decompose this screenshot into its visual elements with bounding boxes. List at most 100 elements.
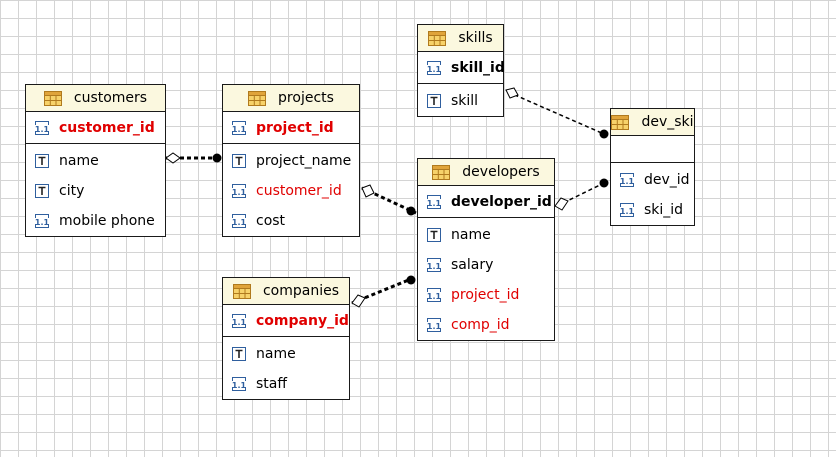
table-icon: [428, 30, 452, 46]
field-row[interactable]: 1.1 staff: [223, 369, 349, 399]
text-type-icon: [427, 94, 441, 108]
primary-key-label: developer_id: [451, 193, 552, 210]
primary-key-field[interactable]: 1.1 project_id: [223, 112, 359, 143]
field-row[interactable]: 1.1 dev_id: [611, 165, 694, 195]
primary-key-section: 1.1 project_id: [223, 112, 359, 144]
field-row[interactable]: name: [26, 146, 165, 176]
entity-title: companies: [262, 283, 340, 299]
entity-title: skills: [458, 30, 493, 46]
numeric-type-icon: 1.1: [427, 60, 442, 75]
field-row[interactable]: 1.1 cost: [223, 206, 359, 236]
field-row[interactable]: 1.1 salary: [418, 250, 554, 280]
entity-header[interactable]: companies: [223, 278, 349, 305]
field-row[interactable]: name: [418, 220, 554, 250]
relation-skills-devski[interactable]: [505, 87, 609, 139]
fields-section: skill: [418, 84, 503, 116]
svg-text:1.1: 1.1: [232, 218, 246, 227]
entity-title: dev_ski: [641, 114, 694, 130]
svg-text:1.1: 1.1: [35, 125, 49, 134]
numeric-type-icon: 1.1: [620, 203, 635, 217]
primary-key-field[interactable]: 1.1 developer_id: [418, 186, 554, 217]
entity-title: customers: [73, 90, 148, 106]
numeric-type-icon: 1.1: [427, 318, 442, 332]
field-label: salary: [451, 257, 494, 273]
numeric-type-icon: 1.1: [427, 288, 442, 302]
numeric-type-icon: 1.1: [427, 258, 442, 272]
field-label: dev_id: [644, 172, 690, 188]
primary-key-label: project_id: [256, 119, 334, 136]
relation-projects-developers[interactable]: [361, 184, 417, 216]
field-row[interactable]: 1.1 comp_id: [418, 310, 554, 340]
entity-header[interactable]: customers: [26, 85, 165, 112]
field-label: cost: [256, 213, 286, 229]
numeric-type-icon: 1.1: [427, 194, 442, 209]
primary-key-section: 1.1 skill_id: [418, 52, 505, 84]
numeric-type-icon: 1.1: [232, 313, 247, 328]
primary-key-section: 1.1 customer_id: [26, 112, 165, 144]
numeric-type-icon: 1.1: [35, 214, 50, 228]
entity-title: developers: [462, 164, 540, 180]
field-label: staff: [256, 376, 288, 392]
svg-text:1.1: 1.1: [35, 218, 49, 227]
text-type-icon: [232, 154, 246, 168]
relation-customers-projects[interactable]: [165, 152, 222, 164]
svg-text:1.1: 1.1: [427, 199, 441, 208]
table-icon: [432, 164, 456, 180]
svg-text:1.1: 1.1: [232, 318, 246, 327]
field-label: name: [256, 346, 296, 362]
primary-key-field[interactable]: 1.1 customer_id: [26, 112, 165, 143]
primary-key-label: company_id: [256, 312, 349, 329]
field-row[interactable]: city: [26, 176, 165, 206]
svg-text:1.1: 1.1: [427, 262, 441, 271]
field-label: project_name: [256, 153, 352, 169]
table-icon: [232, 283, 257, 299]
primary-key-field[interactable]: 1.1 company_id: [223, 305, 349, 336]
relation-developers-devski[interactable]: [554, 178, 609, 211]
primary-key-label: customer_id: [59, 119, 155, 136]
svg-text:1.1: 1.1: [427, 65, 441, 74]
field-label: name: [59, 153, 99, 169]
svg-text:1.1: 1.1: [232, 188, 246, 197]
entity-header[interactable]: skills: [418, 25, 503, 52]
numeric-type-icon: 1.1: [232, 184, 247, 198]
field-row[interactable]: skill: [418, 86, 503, 116]
primary-key-label: skill_id: [451, 59, 505, 76]
primary-key-section: [611, 136, 694, 163]
text-type-icon: [35, 154, 49, 168]
entity-header[interactable]: projects: [223, 85, 359, 112]
svg-text:1.1: 1.1: [427, 322, 441, 331]
svg-text:1.1: 1.1: [620, 177, 634, 186]
table-icon: [43, 90, 68, 106]
field-label: comp_id: [451, 317, 510, 333]
svg-text:1.1: 1.1: [232, 125, 246, 134]
primary-key-section: 1.1 company_id: [223, 305, 349, 337]
fields-section: name 1.1 staff: [223, 337, 349, 399]
field-row[interactable]: name: [223, 339, 349, 369]
field-label: name: [451, 227, 491, 243]
table-icon: [611, 114, 635, 130]
numeric-type-icon: 1.1: [232, 120, 247, 135]
text-type-icon: [35, 184, 49, 198]
primary-key-field[interactable]: 1.1 skill_id: [418, 52, 505, 83]
numeric-type-icon: 1.1: [232, 214, 247, 228]
numeric-type-icon: 1.1: [232, 377, 247, 391]
field-row[interactable]: project_name: [223, 146, 359, 176]
entity-header[interactable]: dev_ski: [611, 109, 694, 136]
entity-header[interactable]: developers: [418, 159, 554, 186]
text-type-icon: [232, 347, 246, 361]
relation-companies-developers[interactable]: [351, 275, 417, 308]
